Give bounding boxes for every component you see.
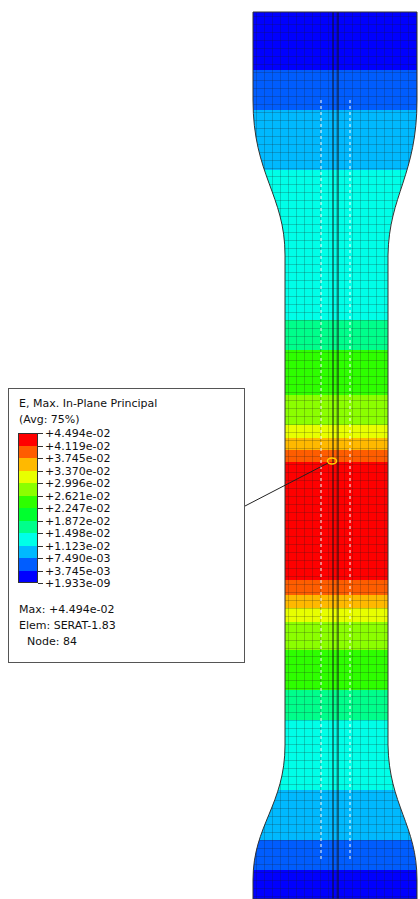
- legend-tick: [38, 571, 43, 572]
- legend-swatch: [18, 483, 38, 496]
- legend-swatch: [18, 458, 38, 471]
- legend-swatch: [18, 521, 38, 534]
- legend-value: +3.370e-02: [45, 465, 110, 478]
- legend-tick: [38, 521, 43, 522]
- legend-tick: [38, 583, 43, 584]
- legend-value: +3.745e-02: [45, 452, 110, 465]
- legend-swatch: [18, 571, 38, 584]
- legend-title: E, Max. In-Plane Principal: [19, 397, 157, 410]
- legend-value: +7.490e-03: [45, 552, 110, 565]
- legend-tick: [38, 508, 43, 509]
- legend-value: +1.872e-02: [45, 515, 110, 528]
- legend-value: +2.247e-02: [45, 502, 110, 515]
- element-id: Elem: SERAT-1.83: [19, 619, 116, 632]
- legend-tick: [38, 446, 43, 447]
- legend-swatch: [18, 496, 38, 509]
- legend-swatch: [18, 546, 38, 559]
- legend-subtitle: (Avg: 75%): [19, 413, 80, 426]
- legend-tick: [38, 483, 43, 484]
- legend-tick: [38, 533, 43, 534]
- legend-value: +1.933e-09: [45, 577, 110, 590]
- legend-tick: [38, 471, 43, 472]
- legend-swatch: [18, 446, 38, 459]
- legend-tick: [38, 458, 43, 459]
- legend-tick: [38, 546, 43, 547]
- legend-swatch: [18, 533, 38, 546]
- legend-value: +4.119e-02: [45, 440, 110, 453]
- legend-tick: [38, 496, 43, 497]
- legend-value: +2.621e-02: [45, 490, 110, 503]
- legend-swatch: [18, 558, 38, 571]
- legend-value: +4.494e-02: [45, 427, 110, 440]
- max-value: Max: +4.494e-02: [19, 603, 114, 616]
- legend-value: +2.996e-02: [45, 477, 110, 490]
- legend-swatch: [18, 508, 38, 521]
- legend-swatch: [18, 433, 38, 446]
- legend-value: +1.498e-02: [45, 527, 110, 540]
- legend-value: +1.123e-02: [45, 540, 110, 553]
- legend-swatch: [18, 471, 38, 484]
- legend-box: E, Max. In-Plane Principal (Avg: 75%) Max:…: [8, 388, 245, 663]
- node-id: Node: 84: [27, 635, 77, 648]
- legend-tick: [38, 433, 43, 434]
- legend-tick: [38, 558, 43, 559]
- legend-value: +3.745e-03: [45, 565, 110, 578]
